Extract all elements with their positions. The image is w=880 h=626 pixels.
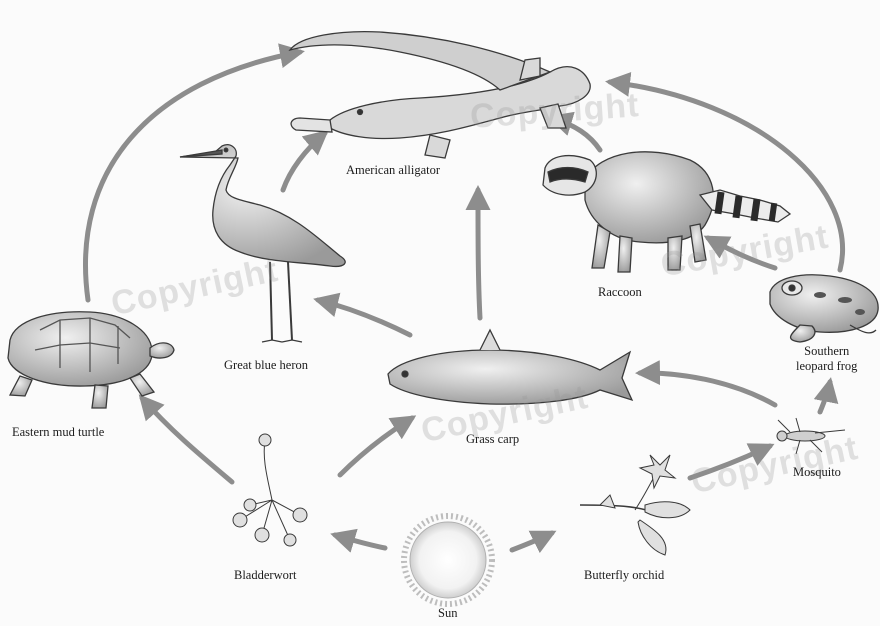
label-bladderwort: Bladderwort	[234, 568, 296, 583]
arrow-carp-to-heron	[318, 300, 410, 335]
sun-illustration	[404, 516, 492, 604]
bladderwort-illustration	[233, 434, 307, 546]
orchid-illustration	[580, 455, 690, 555]
label-eastern-mud-turtle: Eastern mud turtle	[12, 425, 104, 440]
arrow-mosquito-to-carp	[640, 373, 775, 405]
arrow-carp-to-alligator	[478, 190, 480, 318]
label-frog-line1: Southern	[796, 344, 857, 359]
label-raccoon: Raccoon	[598, 285, 642, 300]
arrow-bladderwort-to-turtle	[142, 398, 232, 482]
arrow-bladderwort-to-carp	[340, 418, 412, 475]
turtle-illustration	[8, 312, 174, 408]
label-american-alligator: American alligator	[346, 163, 440, 178]
label-frog-line2: leopard frog	[796, 359, 857, 374]
label-butterfly-orchid: Butterfly orchid	[584, 568, 664, 583]
label-grass-carp: Grass carp	[466, 432, 519, 447]
label-mosquito: Mosquito	[793, 465, 841, 480]
arrow-heron-to-alligator	[283, 133, 325, 190]
arrow-sun-to-orchid	[512, 533, 552, 550]
label-southern-leopard-frog: Southern leopard frog	[796, 344, 857, 374]
arrow-mosquito-to-frog	[820, 382, 830, 412]
frog-illustration	[770, 275, 878, 342]
label-great-blue-heron: Great blue heron	[224, 358, 308, 373]
heron-illustration	[180, 145, 345, 342]
label-sun: Sun	[438, 606, 457, 621]
arrow-sun-to-bladderwort	[335, 535, 385, 548]
